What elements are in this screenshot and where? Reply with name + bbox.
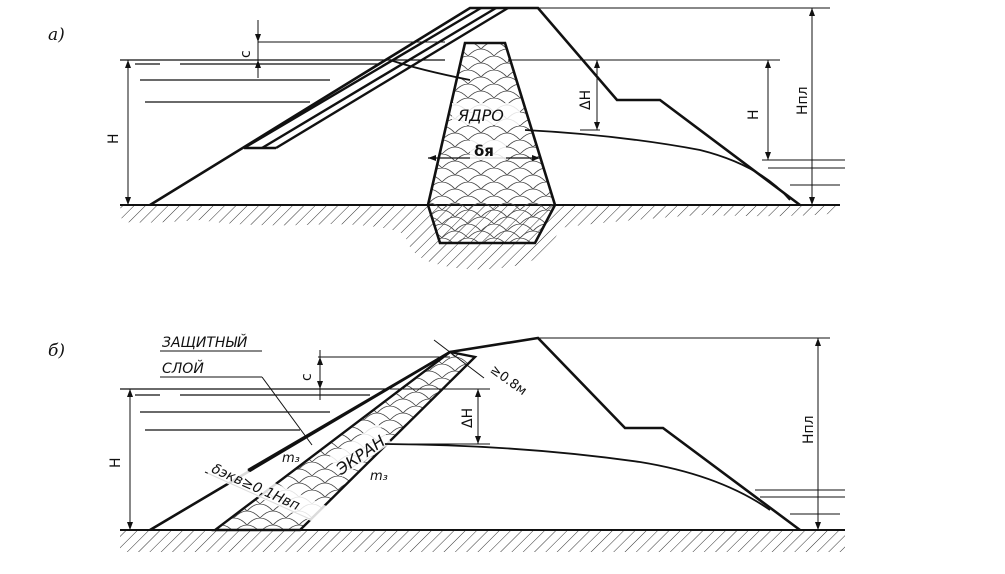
dam-outline-b	[149, 336, 801, 532]
dim-h-b: H	[108, 457, 124, 468]
dim-c-b: c	[299, 373, 315, 381]
downstream-water-a	[762, 159, 845, 186]
dim-h-right-a: H	[746, 109, 762, 120]
protective-layer-b	[247, 350, 451, 472]
diagram-b: б) ЭКРАН δэкв≥0,1Нвп ЗАЩИТНЫЙ СЛОЙ m₃ m₃…	[48, 333, 845, 552]
protective-layer-label-1: ЗАЩИТНЫЙ	[162, 333, 248, 351]
dim-h-a: H	[106, 133, 122, 144]
dam-outline-a	[149, 6, 801, 207]
screen-fill-b	[215, 352, 475, 530]
diagram-a-label: а)	[48, 25, 65, 45]
screen-outline-b	[211, 350, 478, 532]
core-label: ЯДРО	[457, 106, 504, 125]
core-thickness-label: δя	[474, 142, 494, 160]
upstream-water-b	[120, 388, 388, 431]
dim-hpl-a: Hпл	[795, 86, 811, 115]
dim-hpl-b: Hпл	[801, 415, 817, 444]
core-outline-a	[426, 41, 557, 245]
slope-m3-lower: m₃	[370, 469, 388, 484]
min-thickness-line	[433, 339, 485, 379]
phreatic-line-b	[384, 443, 771, 511]
protective-layer-label-2: СЛОЙ	[162, 359, 204, 377]
upstream-protection-a	[243, 6, 509, 150]
downstream-water-b	[755, 489, 845, 515]
phreatic-line-a	[389, 59, 791, 201]
dim-dh-b: ΔH	[460, 408, 476, 428]
slope-m3-upper: m₃	[282, 451, 300, 466]
diagram-a: а) ЯДРО δя	[48, 6, 845, 270]
min-thickness-label: ≥0.8м	[487, 362, 529, 398]
dim-dh-a: ΔH	[578, 90, 594, 110]
ground-b	[120, 530, 845, 552]
dim-c-a: c	[238, 50, 254, 58]
diagram-b-label: б)	[48, 341, 65, 361]
